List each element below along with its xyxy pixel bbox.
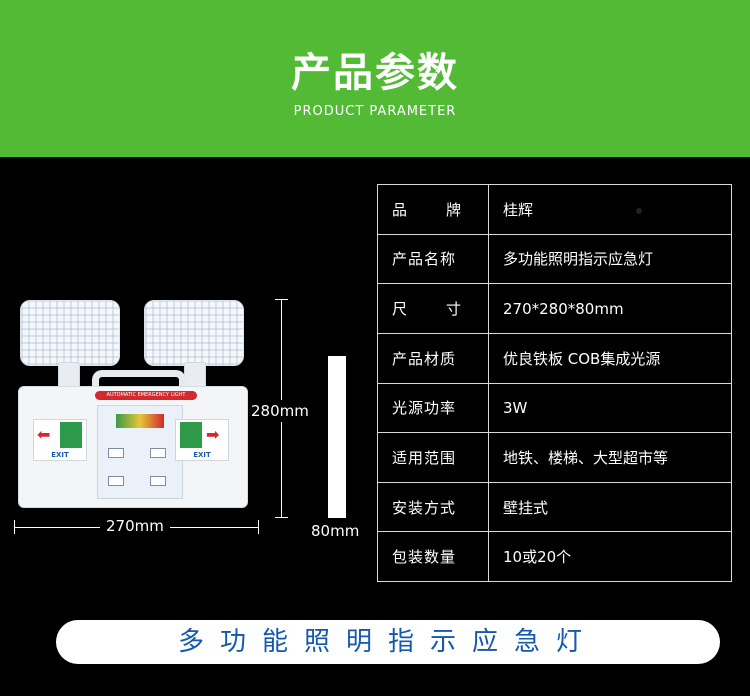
- spec-value: 270*280*80mm: [488, 283, 732, 334]
- exit-text-left: EXIT: [51, 451, 69, 459]
- running-man-icon: [60, 422, 82, 448]
- spec-label: 适用范围: [377, 432, 489, 483]
- spec-label: 尺寸: [377, 283, 489, 334]
- spec-label: 光源功率: [377, 382, 489, 434]
- right-arrow-icon: ➡: [206, 425, 220, 444]
- height-label: 280mm: [251, 400, 309, 422]
- control-panel: [97, 405, 183, 499]
- left-arrow-icon: ⬅: [37, 425, 51, 444]
- spec-value: 桂辉: [488, 184, 732, 235]
- exit-sign-right: ➡ EXIT: [175, 419, 229, 461]
- table-row: 产品名称多功能照明指示应急灯: [377, 233, 732, 285]
- switch-2: [150, 448, 166, 458]
- height-tick-top: [275, 299, 288, 300]
- product-illustration: AUTOMATIC EMERGENCY LIGHT ⬅ EXIT ➡ EXIT: [0, 290, 380, 550]
- switch-4: [150, 476, 166, 486]
- spec-label-text: 品牌: [392, 200, 462, 219]
- footer-text: 多功能照明指示应急灯: [177, 627, 598, 657]
- spec-label-text: 尺寸: [392, 300, 462, 319]
- width-tick-left: [14, 520, 15, 534]
- switch-3: [108, 476, 124, 486]
- decorative-dot: [636, 208, 642, 214]
- header-banner: 产品参数 PRODUCT PARAMETER: [0, 0, 750, 157]
- spec-value: 地铁、楼梯、大型超市等: [488, 432, 732, 483]
- table-row: 产品材质优良铁板 COB集成光源: [377, 332, 732, 384]
- spec-value: 壁挂式: [488, 481, 732, 533]
- right-lamp-head: [144, 300, 244, 366]
- exit-text-right: EXIT: [193, 451, 211, 459]
- page-title: 产品参数: [291, 50, 459, 96]
- exit-sign-left: ⬅ EXIT: [33, 419, 87, 461]
- table-row: 品牌 桂辉: [377, 184, 732, 235]
- table-row: 尺寸 270*280*80mm: [377, 283, 732, 334]
- box-label: AUTOMATIC EMERGENCY LIGHT: [95, 391, 197, 400]
- height-tick-bottom: [275, 517, 288, 518]
- indicator-gauge: [116, 414, 164, 428]
- spec-value: 10或20个: [488, 531, 732, 582]
- depth-profile-bar: [328, 356, 346, 518]
- depth-label: 80mm: [311, 522, 360, 540]
- width-label: 270mm: [100, 517, 170, 535]
- spec-value: 多功能照明指示应急灯: [488, 233, 732, 285]
- table-row: 安装方式壁挂式: [377, 481, 732, 533]
- spec-label: 产品名称: [377, 233, 489, 285]
- spec-label: 品牌: [377, 184, 489, 235]
- page-subtitle: PRODUCT PARAMETER: [293, 104, 457, 119]
- spec-value: 3W: [488, 382, 732, 434]
- left-lamp-head: [20, 300, 120, 366]
- spec-label: 产品材质: [377, 332, 489, 384]
- footer-banner: 多功能照明指示应急灯: [56, 620, 720, 664]
- switch-1: [108, 448, 124, 458]
- table-row: 适用范围地铁、楼梯、大型超市等: [377, 432, 732, 483]
- light-body: AUTOMATIC EMERGENCY LIGHT ⬅ EXIT ➡ EXIT: [18, 386, 248, 508]
- spec-value: 优良铁板 COB集成光源: [488, 332, 732, 384]
- spec-label: 安装方式: [377, 481, 489, 533]
- running-man-icon: [180, 422, 202, 448]
- width-tick-right: [258, 520, 259, 534]
- spec-label: 包装数量: [377, 531, 489, 582]
